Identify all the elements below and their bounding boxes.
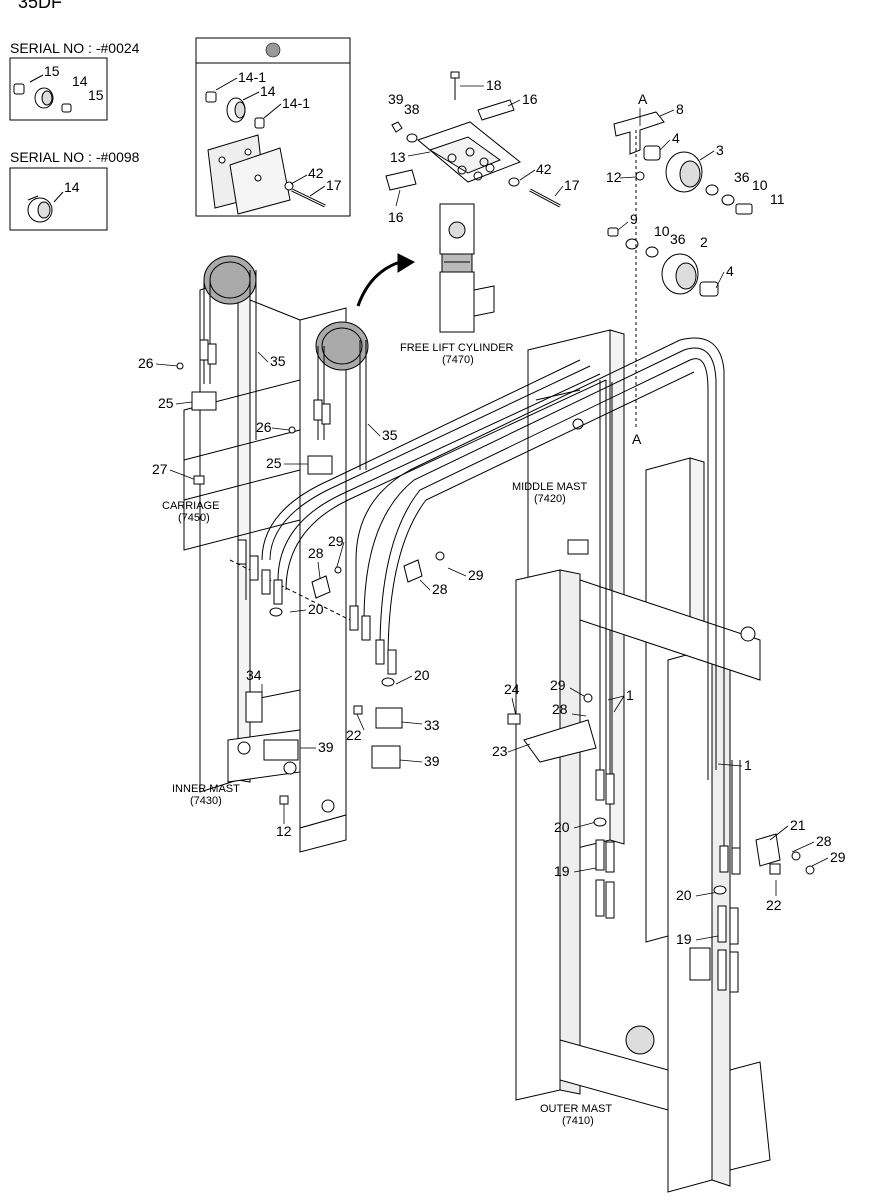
callout-29c: 29 bbox=[550, 677, 566, 693]
callout-35a: 35 bbox=[270, 353, 286, 369]
carriage-code: (7450) bbox=[178, 512, 210, 524]
callout-29b: 29 bbox=[468, 567, 484, 583]
middle-mast-name: MIDDLE MAST bbox=[512, 481, 587, 493]
serial-note-1: SERIAL NO : -#0024 15 14 15 bbox=[9, 40, 140, 121]
callout-16b: 16 bbox=[388, 209, 404, 225]
callout-3: 3 bbox=[716, 142, 724, 158]
serial-note-2-part-a: 14 bbox=[64, 179, 80, 195]
callout-19a: 19 bbox=[554, 863, 570, 879]
free-lift-cylinder-code: (7470) bbox=[442, 354, 474, 366]
view-marker-top: A bbox=[638, 91, 648, 107]
callout-9: 9 bbox=[630, 211, 638, 227]
callout-2: 2 bbox=[700, 234, 708, 250]
callout-33: 33 bbox=[424, 717, 440, 733]
callout-10b: 10 bbox=[654, 223, 670, 239]
callout-36b: 36 bbox=[670, 231, 686, 247]
callout-16a: 16 bbox=[522, 91, 538, 107]
roller-icon bbox=[27, 195, 53, 223]
callout-13: 13 bbox=[390, 149, 406, 165]
inset-part-17: 17 bbox=[326, 177, 342, 193]
serial-note-1-part-b: 14 bbox=[72, 73, 88, 89]
callout-12a: 12 bbox=[606, 169, 622, 185]
view-marker-bottom: A bbox=[632, 431, 642, 447]
callout-28a: 28 bbox=[308, 545, 324, 561]
callout-28b: 28 bbox=[432, 581, 448, 597]
serial-note-1-part-a: 15 bbox=[44, 63, 60, 79]
callout-26b: 26 bbox=[256, 419, 272, 435]
callout-1a: 1 bbox=[626, 687, 634, 703]
callout-19b: 19 bbox=[676, 931, 692, 947]
free-lift-cylinder bbox=[356, 71, 561, 333]
callout-20d: 20 bbox=[676, 887, 692, 903]
serial-note-1-text: SERIAL NO : -#0024 bbox=[10, 40, 140, 56]
callout-27: 27 bbox=[152, 461, 168, 477]
callout-25b: 25 bbox=[266, 455, 282, 471]
hose-loops bbox=[203, 255, 741, 850]
callout-20c: 20 bbox=[554, 819, 570, 835]
inset-part-42: 42 bbox=[308, 165, 324, 181]
callout-17: 17 bbox=[564, 177, 580, 193]
callout-25a: 25 bbox=[158, 395, 174, 411]
serial-note-2: SERIAL NO : -#0098 14 bbox=[9, 149, 140, 231]
callout-34: 34 bbox=[246, 667, 262, 683]
inset-part-14-1b: 14-1 bbox=[282, 95, 310, 111]
callout-1b: 1 bbox=[744, 757, 752, 773]
callout-35b: 35 bbox=[382, 427, 398, 443]
serial-note-1-part-c: 15 bbox=[88, 87, 104, 103]
callout-22b: 22 bbox=[766, 897, 782, 913]
brackets bbox=[191, 391, 781, 981]
hose-fittings bbox=[199, 339, 741, 993]
callout-24: 24 bbox=[504, 681, 520, 697]
outer-mast-code: (7410) bbox=[562, 1115, 594, 1127]
callout-4a: 4 bbox=[672, 130, 680, 146]
mast-frames bbox=[183, 130, 771, 1193]
callout-39b: 39 bbox=[424, 753, 440, 769]
detail-inset: 14-1 14 14-1 42 17 bbox=[195, 37, 351, 217]
callout-10a: 10 bbox=[752, 177, 768, 193]
callout-42: 42 bbox=[536, 161, 552, 177]
callout-22a: 22 bbox=[346, 727, 362, 743]
inner-mast-name: INNER MAST bbox=[172, 783, 240, 795]
callout-20a: 20 bbox=[308, 601, 324, 617]
callout-18: 18 bbox=[486, 77, 502, 93]
serial-note-2-text: SERIAL NO : -#0098 bbox=[10, 149, 140, 165]
callout-21: 21 bbox=[790, 817, 806, 833]
model-title: 35DF bbox=[18, 0, 62, 12]
callout-39: 39 bbox=[388, 91, 404, 107]
free-lift-cylinder-name: FREE LIFT CYLINDER bbox=[400, 342, 514, 354]
callout-38: 38 bbox=[404, 101, 420, 117]
callout-4b: 4 bbox=[726, 263, 734, 279]
callout-12b: 12 bbox=[276, 823, 292, 839]
callout-28c: 28 bbox=[552, 701, 568, 717]
callout-29d: 29 bbox=[830, 849, 846, 865]
outer-mast-name: OUTER MAST bbox=[540, 1103, 612, 1115]
callout-39a: 39 bbox=[318, 739, 334, 755]
marker-dot-icon bbox=[265, 42, 281, 58]
sheave-assembly bbox=[607, 111, 753, 297]
roller-icon bbox=[13, 83, 72, 113]
callout-29a: 29 bbox=[328, 533, 344, 549]
callout-20b: 20 bbox=[414, 667, 430, 683]
callout-26a: 26 bbox=[138, 355, 154, 371]
callout-8: 8 bbox=[676, 101, 684, 117]
inset-part-14-1a: 14-1 bbox=[238, 69, 266, 85]
inner-mast-code: (7430) bbox=[190, 795, 222, 807]
callout-36a: 36 bbox=[734, 169, 750, 185]
middle-mast-code: (7420) bbox=[534, 493, 566, 505]
callout-23: 23 bbox=[492, 743, 508, 759]
hardware bbox=[176, 362, 815, 895]
callout-28d: 28 bbox=[816, 833, 832, 849]
inset-part-14: 14 bbox=[260, 83, 276, 99]
carriage-name: CARRIAGE bbox=[162, 500, 219, 512]
callout-11: 11 bbox=[770, 191, 785, 207]
